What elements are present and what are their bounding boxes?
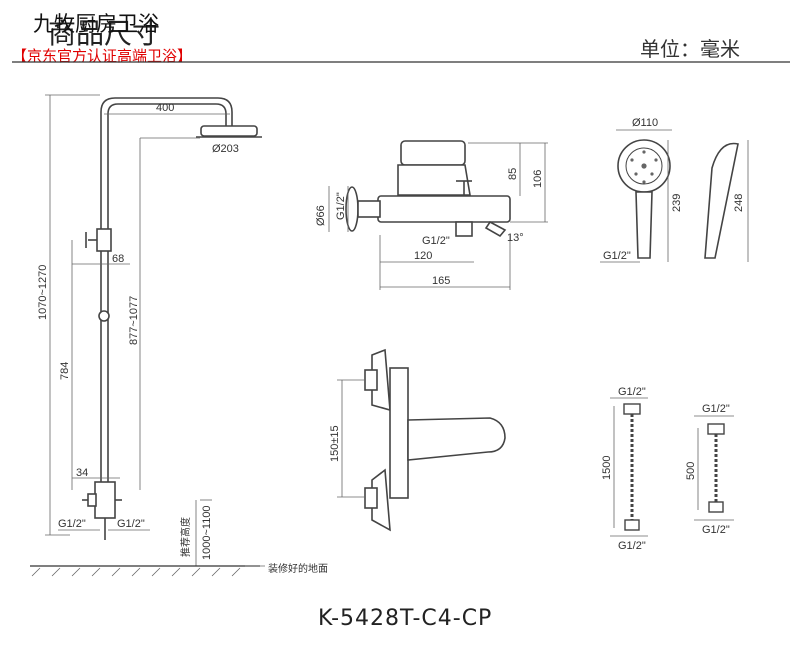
hose-long-drawing <box>623 403 641 531</box>
hose-long-length-label: 1500 <box>601 456 613 480</box>
mixer-front-dimensions <box>337 379 365 498</box>
shower-column-dimensions <box>30 94 265 577</box>
hand-shower-side-length-label: 248 <box>733 194 745 212</box>
recommended-height-caption: 推荐高度 <box>179 517 192 557</box>
mixer-spacing-label: 150±15 <box>329 425 341 462</box>
mixer-diameter-label: Ø66 <box>315 205 327 226</box>
mixer-height-106-label: 106 <box>532 170 544 188</box>
store-badge: 【京东官方认证高端卫浴】 <box>12 47 193 65</box>
hose-short-dimensions <box>694 415 734 521</box>
brand-watermark: 九牧厨房卫浴 <box>33 12 159 36</box>
recommended-height-value: 1000~1100 <box>201 505 213 560</box>
floor-caption: 装修好的地面 <box>268 562 328 575</box>
mixer-length-120-label: 120 <box>414 250 432 262</box>
bottom-offset-label: 34 <box>76 467 88 479</box>
hand-shower-diameter-label: Ø110 <box>632 117 658 129</box>
hand-shower-nozzles <box>630 150 658 184</box>
mixer-thread-label: G1/2" <box>422 235 450 247</box>
shower-column-drawing <box>82 97 262 540</box>
unit-label: 单位：毫米 <box>640 37 740 61</box>
arm-height-label: 877~1077 <box>128 296 140 345</box>
hand-shower-length-label: 239 <box>671 194 683 212</box>
mixer-front-drawing <box>364 348 506 532</box>
mixer-height-85-label: 85 <box>507 168 519 180</box>
hand-shower-thread-label: G1/2" <box>603 250 631 262</box>
hand-shower-dimensions <box>600 129 749 263</box>
hose-short-drawing <box>707 423 725 513</box>
mixer-side-drawing <box>345 140 511 238</box>
mixer-inlet-label: G1/2" <box>335 192 347 220</box>
hose-long-thread-bottom: G1/2" <box>618 540 646 552</box>
inlet-right-label: G1/2" <box>117 518 145 530</box>
head-diameter-label: Ø203 <box>212 143 239 155</box>
mixer-side-dimensions <box>328 142 548 290</box>
mixer-length-165-label: 165 <box>432 275 450 287</box>
hose-short-thread-bottom: G1/2" <box>702 524 730 536</box>
top-width-label: 400 <box>156 102 174 114</box>
total-height-label: 1070~1270 <box>37 265 49 320</box>
hose-long-thread-top: G1/2" <box>618 386 646 398</box>
wall-offset-label: 68 <box>112 253 124 265</box>
model-number: K-5428T-C4-CP <box>318 606 493 631</box>
page-title: 商品尺寸 <box>48 17 161 50</box>
spout-angle-label: 13° <box>507 232 524 244</box>
inlet-left-label: G1/2" <box>58 518 86 530</box>
hose-long-dimensions <box>610 397 648 537</box>
hose-short-thread-top: G1/2" <box>702 403 730 415</box>
hose-short-length-label: 500 <box>685 462 697 480</box>
riser-height-label: 784 <box>59 362 71 380</box>
